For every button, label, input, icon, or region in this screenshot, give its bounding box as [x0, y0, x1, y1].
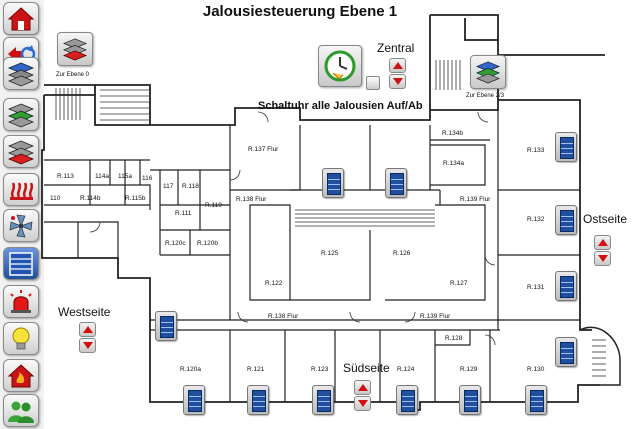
blind-button-r129[interactable]: [459, 385, 481, 415]
room-label: R.138 Flur: [236, 196, 267, 203]
blind-button-r132[interactable]: [555, 205, 577, 235]
nav-level-0-label: Zur Ebene 0: [56, 72, 90, 78]
layers-blue-icon[interactable]: [3, 57, 39, 90]
ostseite-label: Ostseite: [583, 212, 628, 226]
westseite-label: Westseite: [58, 305, 111, 319]
room-label: R.114b: [80, 195, 101, 202]
room-label: 110: [50, 195, 61, 202]
zentral-updown[interactable]: [389, 58, 406, 90]
room-label: R.134b: [442, 130, 463, 137]
room-label: R.119: [205, 202, 222, 209]
nav-level-0-button[interactable]: [57, 32, 93, 66]
room-label: R.111: [175, 210, 192, 217]
blind-button-r120a-west[interactable]: [155, 311, 177, 341]
blind-button-r137[interactable]: [322, 168, 344, 198]
blind-button-r133[interactable]: [555, 132, 577, 162]
up-arrow-icon[interactable]: [594, 235, 611, 250]
blind-button-r130[interactable]: [555, 337, 577, 367]
room-label: R.126: [393, 250, 411, 257]
blind-button-r121[interactable]: [247, 385, 269, 415]
room-label: R.123: [311, 366, 329, 373]
room-label: R.133: [527, 147, 545, 154]
room-label: R.130: [527, 366, 545, 373]
room-label: R.120b: [197, 240, 218, 247]
home-alarm-icon[interactable]: [3, 359, 39, 392]
down-arrow-icon[interactable]: [354, 396, 371, 411]
up-arrow-icon[interactable]: [79, 322, 96, 337]
up-arrow-icon[interactable]: [354, 380, 371, 395]
westseite-updown[interactable]: [79, 322, 96, 354]
room-label: R.139 Flur: [460, 196, 491, 203]
room-label: 114a: [95, 173, 109, 180]
up-arrow-icon[interactable]: [389, 58, 406, 73]
room-label: R.120c: [165, 240, 186, 247]
room-label: R.118: [182, 183, 199, 190]
blind-button-r123[interactable]: [312, 385, 334, 415]
room-label: 115a: [118, 173, 132, 180]
timer-label: Schaltuhr alle Jalousien Auf/Ab: [258, 100, 423, 112]
down-arrow-icon[interactable]: [594, 251, 611, 266]
zentral-label: Zentral: [377, 41, 415, 55]
blind-button-r136[interactable]: [385, 168, 407, 198]
clock-icon: [324, 50, 356, 82]
alarm-icon[interactable]: [3, 285, 39, 318]
suedseite-label: Südseite: [343, 361, 390, 375]
heating-icon[interactable]: [3, 173, 39, 206]
nav-level-23-button[interactable]: [470, 55, 506, 89]
room-label: R.124: [397, 366, 415, 373]
room-label: R.137 Flur: [248, 146, 279, 153]
fan-icon[interactable]: [3, 209, 39, 242]
ostseite-updown[interactable]: [594, 235, 611, 267]
room-label: R.132: [527, 216, 545, 223]
room-label: R.127: [450, 280, 468, 287]
room-label: R.129: [460, 366, 478, 373]
room-label: R.128: [445, 335, 463, 342]
room-label: R.139 Flur: [420, 313, 451, 320]
suedseite-updown[interactable]: [354, 380, 371, 412]
room-label: 116: [142, 175, 153, 182]
room-label: R.131: [527, 284, 545, 291]
blind-button-r124[interactable]: [396, 385, 418, 415]
room-label: R.138 Flur: [268, 313, 299, 320]
room-label: R.121: [247, 366, 265, 373]
room-label: R.134a: [443, 160, 464, 167]
room-label: R.115b: [125, 195, 146, 202]
room-label: 117: [163, 183, 174, 190]
layers-icon: [62, 38, 88, 61]
users-icon[interactable]: [3, 394, 39, 427]
room-label: R.120a: [180, 366, 201, 373]
blind-button-r131[interactable]: [555, 271, 577, 301]
room-label: R.122: [265, 280, 283, 287]
page-title: Jalousiesteuerung Ebene 1: [202, 3, 398, 20]
nav-level-23-label: Zur Ebene 2/3: [466, 93, 505, 99]
timer-button[interactable]: [318, 45, 362, 87]
room-label: R.113: [57, 173, 74, 180]
down-arrow-icon[interactable]: [79, 338, 96, 353]
room-label: R.125: [321, 250, 339, 257]
blinds-icon[interactable]: [3, 247, 39, 280]
layers-icon: [475, 61, 501, 84]
lightbulb-icon[interactable]: [3, 322, 39, 355]
blind-button-r130-south[interactable]: [525, 385, 547, 415]
layers-red-icon[interactable]: [3, 135, 39, 168]
down-arrow-icon[interactable]: [389, 74, 406, 89]
layers-green-icon[interactable]: [3, 98, 39, 131]
sidebar: [0, 0, 44, 429]
blind-button-r120a[interactable]: [183, 385, 205, 415]
home-icon[interactable]: [3, 2, 39, 35]
timer-small-icon[interactable]: [366, 76, 380, 90]
